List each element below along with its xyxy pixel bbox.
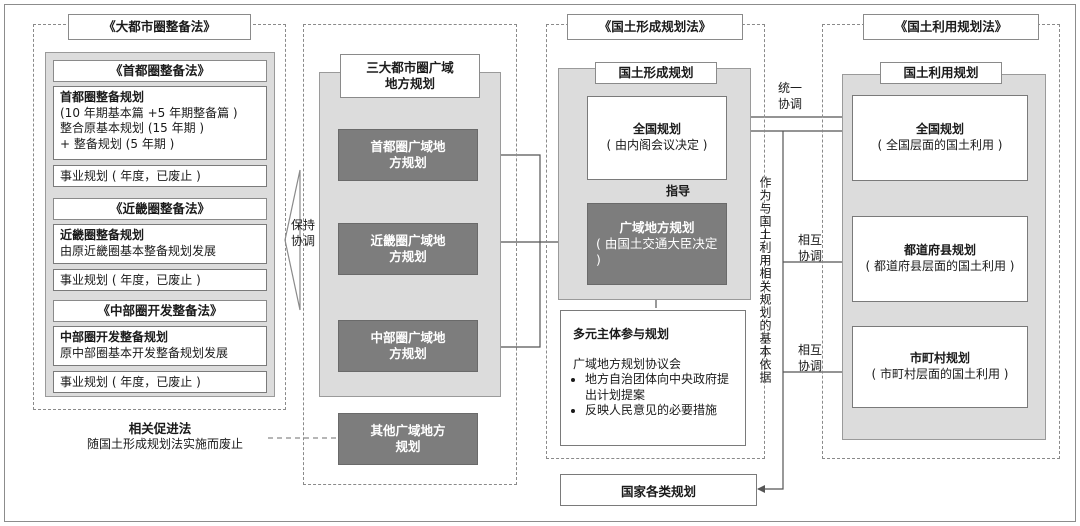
sec2-plan: 近畿圈整备规划 由原近畿圈基本整备规划发展 bbox=[53, 224, 267, 264]
sec1-plan-line2: 整合原基本规划 (15 年期 ) bbox=[60, 121, 205, 136]
national-various-box: 国家各类规划 bbox=[560, 474, 757, 506]
col2-title-text: 三大都市圈广域地方规划 bbox=[366, 60, 454, 91]
national-plan-sub: ( 由内阁会议决定 ) bbox=[606, 138, 708, 152]
other-regional-plan: 其他广域地方规划 bbox=[338, 413, 478, 465]
bullet-public-opinion: 反映人民意见的必要措施 bbox=[585, 403, 735, 419]
regional-plan-sub: ( 由国土交通大臣决定 ) bbox=[596, 235, 718, 268]
sec1-plan-line1: (10 年期基本篇 +5 年期整备篇 ) bbox=[60, 105, 238, 120]
other-regional-plan-text: 其他广域地方规划 bbox=[370, 422, 446, 454]
mutual-coord-text-1: 相互协调 bbox=[797, 233, 822, 263]
kinki-regional-plan: 近畿圈广域地方规划 bbox=[338, 223, 478, 275]
regional-plan-title: 广域地方规划 bbox=[619, 219, 695, 235]
sec1-plan-title: 首都圈整备规划 bbox=[60, 90, 145, 104]
chubu-regional-plan: 中部圈广域地方规划 bbox=[338, 320, 478, 372]
national-plan-title: 全国规划 bbox=[632, 122, 681, 137]
sec3-plan: 中部圈开发整备规划 原中部圈基本开发整备规划发展 bbox=[53, 326, 267, 366]
col3-title: 《国土形成规划法》 bbox=[567, 14, 743, 40]
diagram-frame bbox=[4, 4, 1076, 522]
unified-text: 统一协调 bbox=[777, 81, 802, 111]
sec1-plan-line3: + 整备规划 (5 年期 ) bbox=[60, 136, 175, 151]
sec1-title: 《首都圈整备法》 bbox=[53, 60, 267, 82]
national-plan-box: 全国规划 ( 由内阁会议决定 ) bbox=[587, 96, 727, 180]
land-national-sub: ( 全国层面的国土利用 ) bbox=[877, 138, 1003, 152]
keep-coord-text: 保持协调 bbox=[290, 218, 315, 248]
municipal-plan-title: 市町村规划 bbox=[909, 351, 970, 366]
sec3-title: 《中部圈开发整备法》 bbox=[53, 300, 267, 322]
kinki-regional-plan-text: 近畿圈广域地方规划 bbox=[370, 232, 446, 264]
mutual-coord-label-2: 相互协调 bbox=[796, 343, 824, 374]
sec2-plan-line1: 由原近畿圈基本整备规划发展 bbox=[60, 243, 217, 258]
multi-party-list: 地方自治团体向中央政府提出计划提案 反映人民意见的必要措施 bbox=[573, 372, 735, 419]
land-national-box: 全国规划 ( 全国层面的国土利用 ) bbox=[852, 95, 1028, 181]
sec3-project: 事业规划 ( 年度，已废止 ) bbox=[53, 371, 267, 393]
multi-party-box: 多元主体参与规划 广域地方规划协议会 地方自治团体向中央政府提出计划提案 反映人… bbox=[560, 310, 746, 446]
multi-party-title: 多元主体参与规划 bbox=[573, 327, 670, 341]
col2-title: 三大都市圈广域地方规划 bbox=[340, 54, 480, 98]
col1-title: 《大都市圈整备法》 bbox=[68, 14, 251, 40]
municipal-plan-sub: ( 市町村层面的国土利用 ) bbox=[871, 367, 1009, 381]
prefecture-plan-sub: ( 都道府县层面的国土利用 ) bbox=[865, 259, 1015, 273]
arrow-regional-to-shuto bbox=[481, 151, 541, 242]
sec2-plan-title: 近畿圈整备规划 bbox=[60, 228, 145, 242]
sec3-plan-title: 中部圈开发整备规划 bbox=[60, 330, 169, 344]
related-law-note: 随国土形成规划法实施而废止 bbox=[86, 437, 243, 452]
col3-panel-title: 国土形成规划 bbox=[595, 62, 717, 84]
sec1-plan: 首都圈整备规划 (10 年期基本篇 +5 年期整备篇 ) 整合原基本规划 (15… bbox=[53, 86, 267, 160]
sec1-project: 事业规划 ( 年度，已废止 ) bbox=[53, 165, 267, 187]
keep-coord-chevron bbox=[284, 169, 301, 311]
arrow-regional-to-chubu bbox=[481, 242, 541, 351]
col2-frame bbox=[303, 24, 517, 485]
chubu-regional-plan-text: 中部圈广域地方规划 bbox=[370, 329, 446, 361]
unified-label: 统一协调 bbox=[776, 81, 804, 112]
related-law-title: 相关促进法 bbox=[128, 420, 192, 436]
regional-plan-box: 广域地方规划 ( 由国土交通大臣决定 ) bbox=[587, 203, 727, 285]
keep-coord-label: 保持协调 bbox=[288, 214, 318, 254]
prefecture-plan-box: 都道府县规划 ( 都道府县层面的国土利用 ) bbox=[852, 216, 1028, 302]
sec3-plan-line1: 原中部圈基本开发整备规划发展 bbox=[60, 345, 229, 360]
sec2-project: 事业规划 ( 年度，已废止 ) bbox=[53, 269, 267, 291]
arrow-to-national-various bbox=[757, 131, 784, 493]
shuto-regional-plan: 首都圈广域地方规划 bbox=[338, 129, 478, 181]
col4-title: 《国土利用规划法》 bbox=[863, 14, 1039, 40]
guide-label: 指导 bbox=[666, 184, 691, 198]
municipal-plan-box: 市町村规划 ( 市町村层面的国土利用 ) bbox=[852, 326, 1028, 408]
sec2-title: 《近畿圈整备法》 bbox=[53, 198, 267, 220]
basis-label: 作为与国土利用相关规划的基本依据 bbox=[758, 176, 772, 384]
mutual-coord-label-1: 相互协调 bbox=[796, 233, 824, 264]
mutual-coord-text-2: 相互协调 bbox=[797, 343, 822, 373]
bullet-proposal: 地方自治团体向中央政府提出计划提案 bbox=[585, 372, 735, 403]
council-label: 广域地方规划协议会 bbox=[573, 356, 682, 371]
col4-panel-title: 国土利用规划 bbox=[880, 62, 1002, 84]
prefecture-plan-title: 都道府县规划 bbox=[903, 243, 976, 258]
shuto-regional-plan-text: 首都圈广域地方规划 bbox=[370, 138, 446, 170]
land-national-title: 全国规划 bbox=[915, 122, 964, 137]
